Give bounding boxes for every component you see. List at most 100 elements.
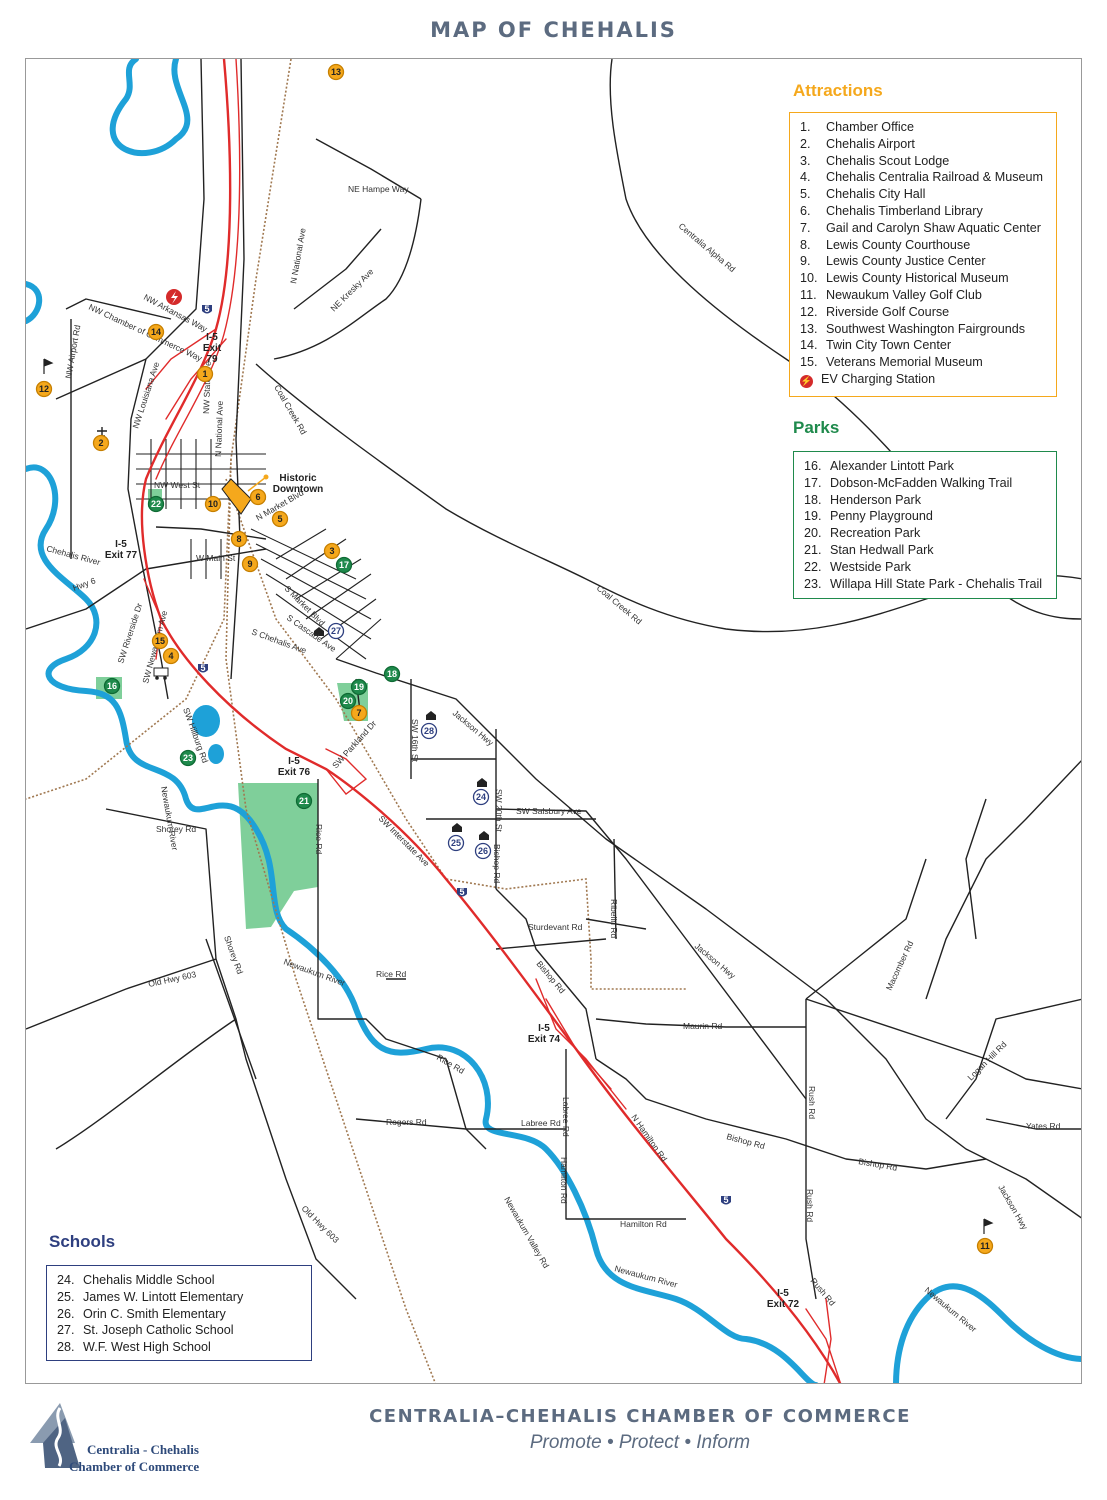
park-item-number: 20. <box>804 526 822 541</box>
map-pin-marker[interactable] <box>147 495 165 513</box>
map-pin-marker[interactable] <box>383 665 401 683</box>
map-pin-13[interactable]: 13 <box>327 63 345 81</box>
attraction-item: 14.Twin City Town Center <box>800 337 1046 354</box>
road-label: NW West St <box>154 480 201 490</box>
map-pin-marker[interactable] <box>35 380 53 398</box>
attraction-item-number: 1. <box>800 120 811 134</box>
map-pin-marker[interactable] <box>196 365 214 383</box>
ev-charging-station[interactable] <box>166 289 182 305</box>
map-pin-9[interactable]: 9 <box>241 555 259 573</box>
road-label: W Main St <box>196 553 236 563</box>
attraction-item: 3.Chehalis Scout Lodge <box>800 153 1046 170</box>
attraction-item-number: 14. <box>800 338 818 353</box>
map-pin-marker[interactable] <box>323 542 341 560</box>
map-pin-14[interactable]: 14 <box>147 323 165 341</box>
map-pin-12[interactable]: 12 <box>35 380 53 398</box>
road-label: N National Ave <box>288 227 308 284</box>
interstate-5[interactable] <box>140 59 842 1384</box>
map-pin-marker[interactable] <box>976 1237 994 1255</box>
map-pin-22[interactable]: 22 <box>147 495 165 513</box>
road-label: Bishop Rd <box>725 1131 766 1151</box>
park-item-label: Alexander Lintott Park <box>830 459 954 473</box>
map-pin-16[interactable]: 16 <box>103 677 121 695</box>
map-pin-7[interactable]: 7 <box>350 704 368 722</box>
map-pin-marker[interactable] <box>230 530 248 548</box>
map-pin-17[interactable]: 17 <box>335 556 353 574</box>
map-pin-marker[interactable] <box>162 647 180 665</box>
map-pin-marker[interactable] <box>241 555 259 573</box>
map-pin-marker[interactable] <box>350 678 368 696</box>
school-icon <box>314 627 489 840</box>
road-label: Coal Creek Rd <box>595 583 644 627</box>
stan-hedwall-park-area[interactable] <box>238 783 318 929</box>
map-pin-5[interactable]: 5 <box>271 510 289 528</box>
map-pin-marker[interactable] <box>295 792 313 810</box>
map-pin-4[interactable]: 4 <box>162 647 180 665</box>
map[interactable]: 5 5 5 5 <box>25 58 1082 1384</box>
map-pin-marker[interactable] <box>151 632 169 650</box>
map-pin-8[interactable]: 8 <box>230 530 248 548</box>
ev-charging-icon: ⚡ <box>800 374 813 388</box>
park-item: 23.Willapa Hill State Park - Chehalis Tr… <box>804 576 1046 593</box>
map-pin-19[interactable]: 19 <box>350 678 368 696</box>
map-pin-15[interactable]: 15 <box>151 632 169 650</box>
map-pin-marker[interactable] <box>447 834 465 852</box>
map-pin-27[interactable]: 27 <box>327 622 345 640</box>
map-pin-marker[interactable] <box>335 556 353 574</box>
map-pin-marker[interactable] <box>147 323 165 341</box>
map-pin-28[interactable]: 28 <box>420 722 438 740</box>
map-pin-marker[interactable] <box>204 495 222 513</box>
park-item-label: Westside Park <box>830 559 911 574</box>
map-pin-marker[interactable] <box>92 434 110 452</box>
road-label: NW Louisiana Ave <box>130 360 161 429</box>
map-pin-marker[interactable] <box>472 788 490 806</box>
attraction-item: 11.Newaukum Valley Golf Club <box>800 287 1046 304</box>
attraction-item-label: Chehalis Airport <box>826 136 915 151</box>
map-pin-marker[interactable] <box>249 488 267 506</box>
map-pin-marker[interactable] <box>420 722 438 740</box>
map-pin-marker[interactable] <box>327 63 345 81</box>
map-pin-18[interactable]: 18 <box>383 665 401 683</box>
map-pin-marker[interactable] <box>103 677 121 695</box>
map-pin-marker[interactable] <box>327 622 345 640</box>
map-canvas[interactable]: 5 5 5 5 <box>26 59 1082 1384</box>
map-pin-21[interactable]: 21 <box>295 792 313 810</box>
map-pin-marker[interactable] <box>179 749 197 767</box>
map-pin-11[interactable]: 11 <box>976 1237 994 1255</box>
map-pin-1[interactable]: 1 <box>196 365 214 383</box>
map-pin-26[interactable]: 26 <box>474 842 492 860</box>
attraction-item-label: Chehalis City Hall <box>826 187 926 202</box>
svg-text:79: 79 <box>206 354 218 365</box>
svg-text:I-5: I-5 <box>115 539 127 550</box>
map-pin-marker[interactable] <box>350 704 368 722</box>
map-pin-3[interactable]: 3 <box>323 542 341 560</box>
school-item-number: 28. <box>57 1340 75 1355</box>
road-label: Newaukum River <box>159 786 180 852</box>
map-pin-marker[interactable] <box>271 510 289 528</box>
map-pin-2[interactable]: 2 <box>92 434 110 452</box>
attraction-item-number: 4. <box>800 170 811 185</box>
road-label: Labree Rd <box>561 1097 571 1137</box>
attraction-item-number: 7. <box>800 220 811 235</box>
ev-legend-label: EV Charging Station <box>821 371 936 386</box>
map-pin-number: 18 <box>387 669 397 679</box>
map-pin-23[interactable]: 23 <box>179 749 197 767</box>
map-pin-marker[interactable] <box>474 842 492 860</box>
road-label: Bishop Rd <box>492 844 502 883</box>
map-pin-25[interactable]: 25 <box>447 834 465 852</box>
road-label: Ribelin Rd <box>609 899 619 938</box>
attraction-item: 9.Lewis County Justice Center <box>800 253 1046 270</box>
map-pin-24[interactable]: 24 <box>472 788 490 806</box>
attraction-item-label: Chehalis Centralia Railroad & Museum <box>826 170 1043 185</box>
map-pin-6[interactable]: 6 <box>249 488 267 506</box>
map-pin-20[interactable]: 20 <box>339 692 357 710</box>
map-pin-10[interactable]: 10 <box>204 495 222 513</box>
attraction-item-label: Chehalis Scout Lodge <box>826 153 950 168</box>
map-pin-marker[interactable] <box>339 692 357 710</box>
svg-text:Exit: Exit <box>203 343 222 354</box>
road-label: Rush Rd <box>807 1086 817 1119</box>
